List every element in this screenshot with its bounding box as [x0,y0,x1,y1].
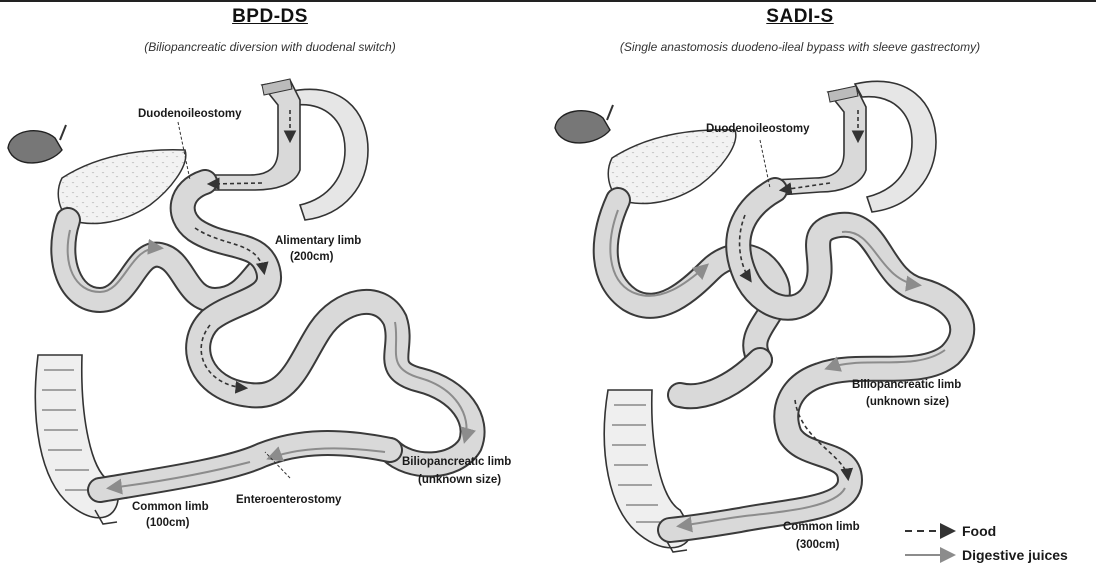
stomach-left [205,79,368,220]
label-biliopancreatic-limb-size-left: (unknown size) [418,474,501,486]
legend: Food Digestive juices [905,523,1068,563]
label-enteroenterostomy: Enteroenterostomy [236,494,342,506]
label-duodenoileostomy-right: Duodenoileostomy [706,123,810,135]
label-common-limb-size-left: (100cm) [146,517,190,529]
label-common-limb-right: Common limb [783,521,860,533]
label-biliopancreatic-limb-left: Biliopancreatic limb [402,456,511,468]
label-common-limb-left: Common limb [132,501,209,513]
sadi-s-illustration [555,81,962,552]
stomach-right [772,81,936,212]
legend-juices-label: Digestive juices [962,547,1068,563]
legend-food-label: Food [962,523,996,539]
label-biliopancreatic-limb-size-right: (unknown size) [866,396,949,408]
label-alimentary-limb: Alimentary limb [275,235,361,247]
label-duodenoileostomy-left: Duodenoileostomy [138,108,242,120]
label-alimentary-limb-size: (200cm) [290,251,334,263]
gallbladder-left [8,131,62,163]
label-biliopancreatic-limb-right: Biliopancreatic limb [852,379,961,391]
label-common-limb-size-right: (300cm) [796,539,840,551]
gallbladder-right [555,111,610,143]
